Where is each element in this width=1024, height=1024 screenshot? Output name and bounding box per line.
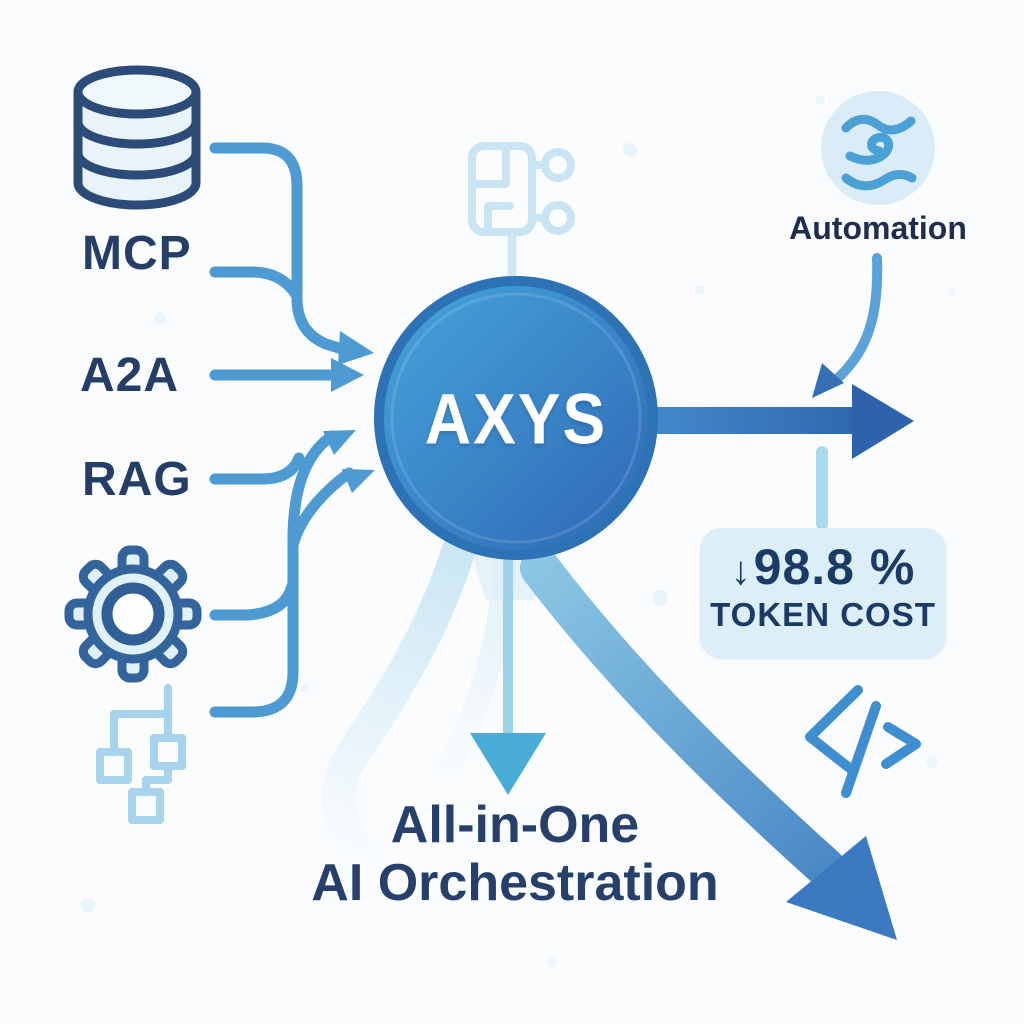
gear-connector [209,580,298,621]
database-icon [73,65,201,210]
token-cost-value: 98.8 % [753,539,916,595]
code-icon [805,685,921,798]
automation-label: Automation [789,210,967,246]
rag-label: RAG [82,453,192,506]
input-connectors [209,142,355,718]
gear-icon [64,545,202,683]
down-arrow-glyph: ↓ [730,549,752,593]
a2a-label: A2A [80,349,180,402]
db-connector [209,142,348,355]
workflow-branch-icon [468,142,575,289]
title-line1: All-in-One [390,796,640,854]
node-tree-icon [96,684,186,824]
background-dots [81,95,956,967]
rag-connector [209,452,305,485]
automation-waves-icon [821,91,935,205]
token-cost-value-row: ↓98.8 % [700,538,946,596]
input-arrowheads [323,331,375,493]
mcp-connector [209,266,303,302]
hub-label: AXYS [424,378,608,460]
main-title: All-in-One AI Orchestration [215,796,815,912]
branch-b [287,467,355,551]
hub-circle [374,276,658,560]
branch-a [287,430,338,546]
token-cost-caption: TOKEN COST [710,596,936,633]
automation-arrow [812,253,883,530]
down-arrow [470,557,546,795]
right-output-arrow [640,384,914,459]
tree-connector [209,534,299,718]
mcp-label: MCP [82,227,192,280]
token-cost-badge: ↓98.8 % TOKEN COST [700,528,946,658]
title-line2: AI Orchestration [311,854,719,912]
diagonal-output-arrow [520,548,897,940]
